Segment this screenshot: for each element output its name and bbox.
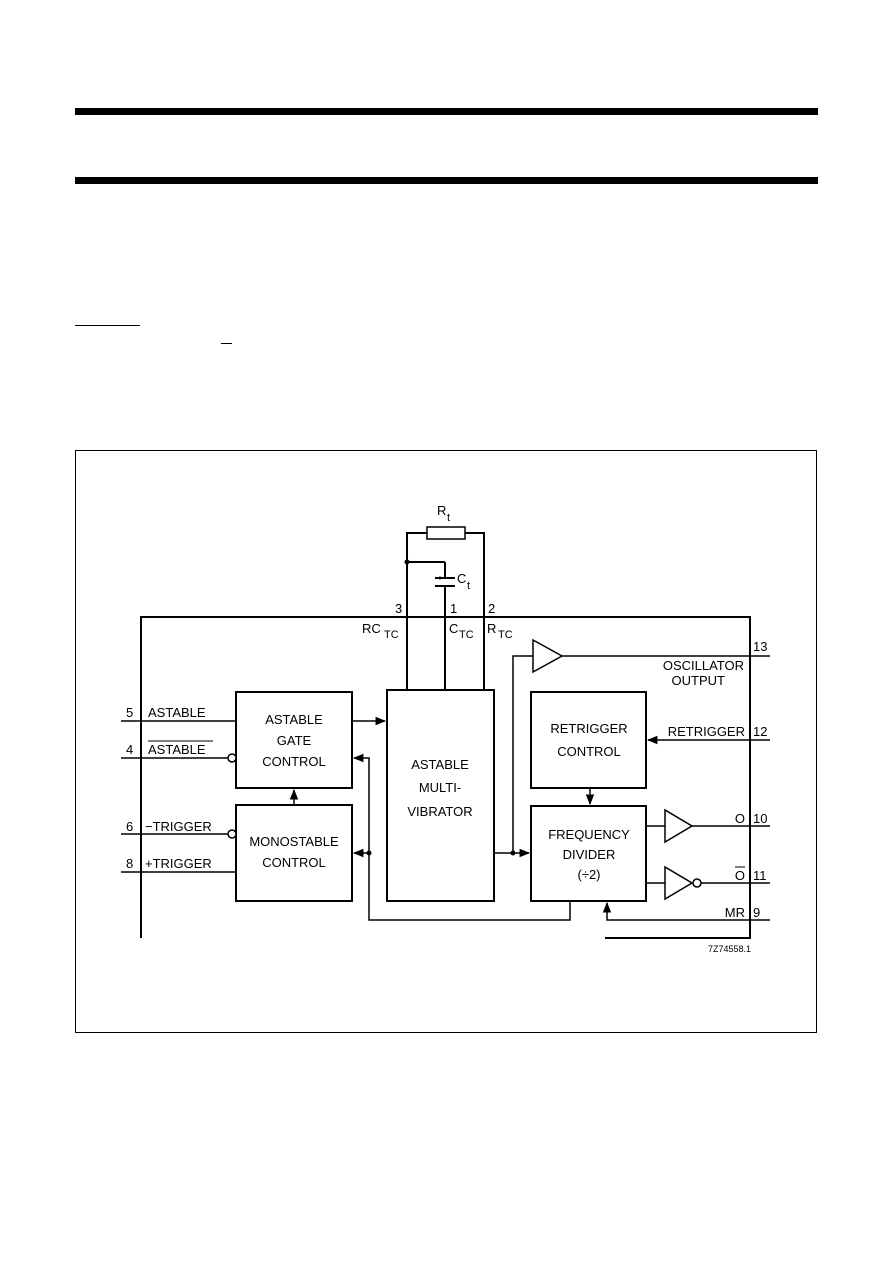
rt-subscript: t (447, 512, 450, 524)
divider-line-1: FREQUENCY (548, 827, 630, 842)
astable-gate-line-2: GATE (277, 733, 312, 748)
astable-multivibrator-block (386, 689, 495, 902)
top-rule (75, 108, 818, 115)
multivibrator-line-1: ASTABLE (411, 757, 469, 772)
q-output-label: O (735, 811, 745, 826)
ct-label: C (457, 571, 466, 586)
pin-8-number: 8 (126, 856, 133, 871)
pin-2-name: R (487, 621, 496, 636)
pin-11-number: 11 (753, 868, 767, 883)
pin-3-name: RC (362, 621, 381, 636)
oscillator-buffer (532, 638, 564, 674)
neg-trigger-label: −TRIGGER (145, 819, 212, 834)
mr-input-label: MR (725, 905, 745, 920)
astable-input-label: ASTABLE (148, 705, 206, 720)
pin-13-number: 13 (753, 639, 767, 654)
resistor-rt (426, 526, 466, 540)
neg-trigger-inversion-bubble (227, 829, 237, 839)
heading-underline (75, 325, 140, 326)
pin-1-number: 1 (450, 601, 457, 616)
overbar-mark (221, 343, 232, 344)
retrigger-line-2: CONTROL (557, 744, 621, 759)
divider-line-3: (÷2) (577, 867, 600, 882)
pin-1-subscript: TC (459, 629, 474, 641)
pin-12-number: 12 (753, 724, 767, 739)
multivibrator-line-2: MULTI- (419, 780, 461, 795)
pin-5-number: 5 (126, 705, 133, 720)
pin-2-number: 2 (488, 601, 495, 616)
astable-gate-control-block (235, 691, 353, 789)
retrigger-control-block (530, 691, 647, 789)
astable-bar-inversion-bubble (227, 753, 237, 763)
q-output-buffer (664, 808, 694, 844)
retrigger-input-label: RETRIGGER (668, 724, 745, 739)
retrigger-line-1: RETRIGGER (550, 721, 627, 736)
pin-2-subscript: TC (498, 629, 513, 641)
q-bar-inversion-bubble (692, 878, 702, 888)
q-bar-output-label: O (735, 868, 745, 883)
astable-gate-line-3: CONTROL (262, 754, 326, 769)
pin-3-number: 3 (395, 601, 402, 616)
oscillator-output-label-2: OUTPUT (672, 673, 726, 688)
astable-gate-line-1: ASTABLE (265, 712, 323, 727)
multivibrator-line-3: VIBRATOR (407, 804, 472, 819)
monostable-control-block (235, 804, 353, 902)
figure-code: 7Z74558.1 (708, 944, 751, 954)
pin-1-name: C (449, 621, 458, 636)
astable-bar-input-label: ASTABLE (148, 742, 206, 757)
oscillator-output-label-1: OSCILLATOR (663, 658, 744, 673)
second-rule (75, 177, 818, 184)
pos-trigger-label: +TRIGGER (145, 856, 212, 871)
pin-6-number: 6 (126, 819, 133, 834)
pin-4-number: 4 (126, 742, 133, 757)
monostable-line-2: CONTROL (262, 855, 326, 870)
frequency-divider-block (530, 805, 647, 902)
rt-wire-right (465, 532, 485, 690)
ic-outline (140, 616, 751, 939)
divider-line-2: DIVIDER (563, 847, 616, 862)
pin-9-number: 9 (753, 905, 760, 920)
pin-3-subscript: TC (384, 629, 399, 641)
figure-frame (75, 450, 817, 1033)
ct-subscript: t (467, 580, 470, 592)
rt-label: R (437, 503, 446, 518)
pin-10-number: 10 (753, 811, 767, 826)
q-bar-output-buffer (664, 865, 694, 901)
monostable-line-1: MONOSTABLE (249, 834, 339, 849)
rt-wire-left (406, 532, 427, 690)
